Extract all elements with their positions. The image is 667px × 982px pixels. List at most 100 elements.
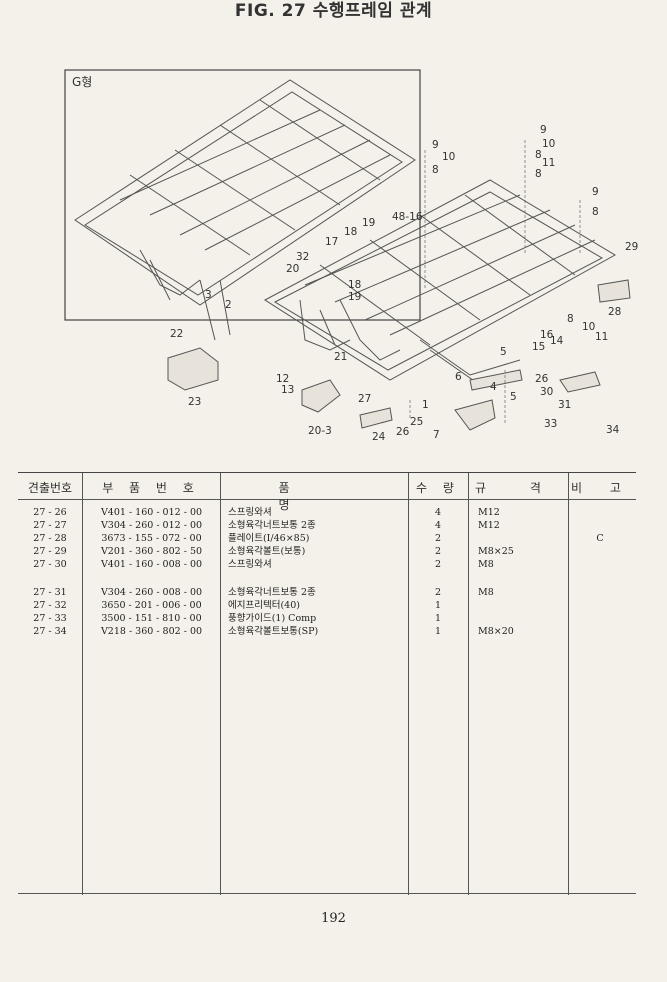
specification: M8	[478, 587, 494, 598]
callout-number: 24	[372, 431, 386, 443]
small-parts	[167, 279, 631, 431]
callout-number: 18	[348, 279, 361, 291]
callout-number: 8	[592, 206, 599, 218]
col-divider	[82, 473, 83, 895]
callout-number: 29	[625, 241, 638, 253]
header-note: 비 고	[571, 481, 633, 495]
part-number: V218 - 360 - 802 - 00	[100, 626, 203, 637]
quantity: 2	[434, 559, 442, 570]
table-row: 27 - 33 3500 - 151 - 810 - 00 풍향가이드(1) Com…	[18, 612, 636, 625]
part-index: 27 - 27	[33, 520, 67, 531]
callout-number: 10	[542, 138, 555, 150]
header-name: 품 명	[278, 481, 350, 512]
callout-number: 8	[535, 168, 542, 180]
callout-number: 9	[540, 124, 547, 136]
header-no: 견출번호	[27, 481, 73, 495]
remark: C	[596, 533, 604, 544]
quantity: 2	[434, 533, 442, 544]
inset-label: G형	[72, 75, 92, 89]
callout-number: 14	[550, 335, 564, 347]
part-index: 27 - 33	[33, 613, 67, 624]
callout-number: 2	[225, 299, 232, 311]
inset-frame	[64, 69, 421, 321]
part-index: 27 - 30	[33, 559, 67, 570]
part-index: 27 - 32	[33, 600, 67, 611]
callout-number: 26	[396, 426, 410, 438]
inset-frame-body	[74, 79, 416, 341]
header-spec: 규 격	[475, 481, 561, 495]
specification: M12	[478, 507, 500, 518]
part-index: 27 - 34	[33, 626, 67, 637]
part-name: 풍향가이드(1) Comp	[228, 613, 317, 624]
figure-title: FIG. 27 수행프레임 관계	[234, 1, 433, 21]
quantity: 4	[434, 507, 442, 518]
callout-number: 10	[582, 321, 595, 333]
part-name: 플레이트(I/46×85)	[228, 533, 310, 544]
part-number: V304 - 260 - 008 - 00	[100, 587, 203, 598]
quantity: 1	[434, 613, 442, 624]
col-divider	[220, 473, 221, 895]
callout-number: 32	[296, 251, 309, 263]
callout-number: 6	[455, 371, 462, 383]
callout-number: 15	[532, 341, 545, 353]
col-divider	[468, 473, 469, 895]
callout-number: 23	[188, 396, 201, 408]
quantity: 4	[434, 520, 442, 531]
callout-number: 7	[433, 429, 440, 441]
col-divider	[568, 473, 569, 895]
callout-number: 20	[286, 263, 299, 275]
table-row: 27 - 27 V304 - 260 - 012 - 00 소형육각너트보통 2종 4…	[18, 519, 636, 532]
leader-lines	[409, 140, 581, 425]
part-number: V401 - 160 - 008 - 00	[100, 559, 203, 570]
header-part: 부 품 번 호	[102, 481, 200, 495]
part-name: 에지프리텍터(40)	[228, 600, 300, 611]
callout-number: 12	[276, 373, 289, 385]
quantity: 1	[434, 626, 442, 637]
callout-number: 1	[422, 399, 429, 411]
callout-number: 27	[358, 393, 371, 405]
bottom-rule	[18, 893, 636, 894]
part-name: 스프링와셔	[228, 507, 272, 518]
specification: M8×25	[478, 546, 514, 557]
part-number: 3500 - 151 - 810 - 00	[101, 613, 202, 624]
part-number: V304 - 260 - 012 - 00	[100, 520, 203, 531]
part-number: V401 - 160 - 012 - 00	[100, 507, 203, 518]
table-row: 27 - 34 V218 - 360 - 802 - 00 소형육각볼트보통(SP)…	[18, 625, 636, 638]
part-index: 27 - 31	[33, 587, 67, 598]
callout-number: 11	[542, 157, 555, 169]
callout-number: 11	[595, 331, 608, 343]
quantity: 2	[434, 587, 442, 598]
quantity: 1	[434, 600, 442, 611]
part-number: V201 - 360 - 802 - 50	[100, 546, 203, 557]
callout-number: 19	[362, 217, 375, 229]
part-name: 소형육각너트보통 2종	[228, 520, 316, 531]
callout-number: 9	[592, 186, 599, 198]
callout-number: 25	[410, 416, 423, 428]
part-name: 소형육각볼트보통(SP)	[228, 626, 319, 637]
part-index: 27 - 29	[33, 546, 67, 557]
callout-number: 30	[540, 386, 553, 398]
callout-number: 16	[540, 329, 554, 341]
callout-number: 8	[432, 164, 439, 176]
part-name: 소형육각볼트(보통)	[228, 546, 306, 557]
callout-number: 13	[281, 384, 294, 396]
callout-number: 26	[535, 373, 549, 385]
specification: M12	[478, 520, 500, 531]
callout-number: 19	[348, 291, 361, 303]
callout-number: 33	[544, 418, 557, 430]
callout-number: 17	[325, 236, 338, 248]
callout-number: 8	[567, 313, 574, 325]
main-frame-body	[264, 179, 616, 386]
callout-number: 31	[558, 399, 571, 411]
callout-labels: 9108910811898292848-16191817321819203216…	[170, 124, 638, 443]
callout-number: 20-3	[308, 425, 332, 437]
header-rule	[18, 499, 636, 500]
callout-number: 8	[535, 149, 542, 161]
callout-number: 34	[606, 424, 620, 436]
